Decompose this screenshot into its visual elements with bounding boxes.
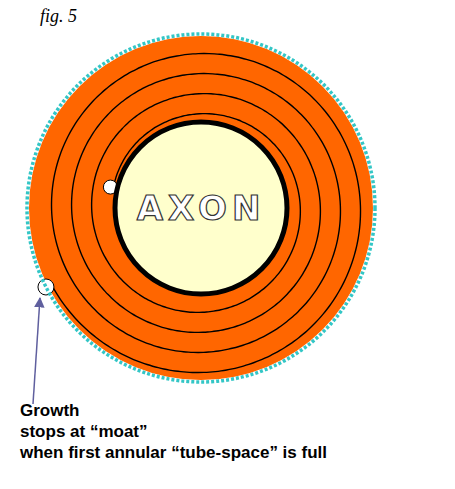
axon-label: AXON bbox=[137, 188, 266, 228]
boundary-circle bbox=[27, 34, 375, 382]
callout-line: stops at “moat” bbox=[20, 421, 327, 442]
myelin-wrap bbox=[29, 36, 373, 380]
figure-number: fig. 5 bbox=[40, 6, 77, 27]
leader-arrow bbox=[33, 298, 40, 404]
callout-note: Growth stops at “moat” when first annula… bbox=[20, 400, 327, 463]
callout-line: when first annular “tube-space” is full bbox=[20, 442, 327, 463]
axon-circle: AXON bbox=[112, 119, 290, 297]
moat-notch bbox=[38, 279, 54, 295]
callout-line: Growth bbox=[20, 400, 327, 421]
membrane-spiral bbox=[51, 54, 360, 373]
